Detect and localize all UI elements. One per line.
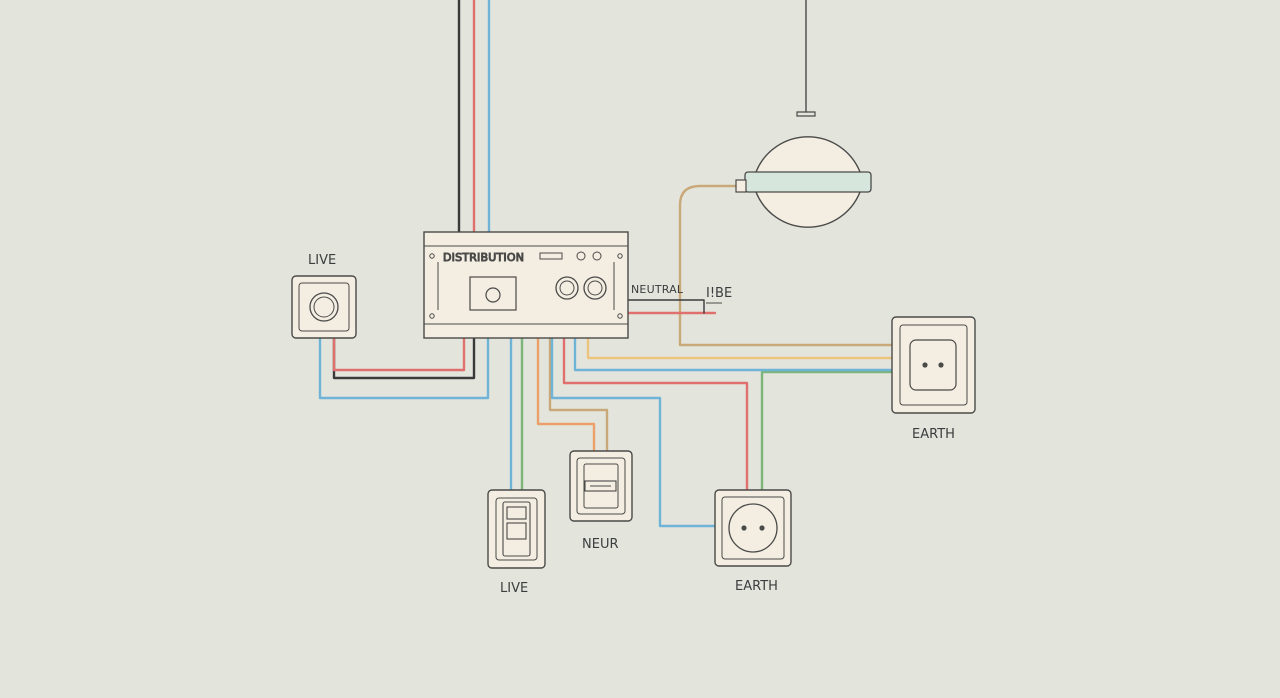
wire-bottom-socket-green	[760, 370, 894, 492]
wire-left-switch-blue	[318, 336, 490, 400]
main-switch-knob	[485, 287, 501, 303]
breaker-toggle	[584, 480, 617, 492]
wires	[318, 0, 894, 528]
socket-pin-left	[741, 525, 747, 531]
wire-lamp-tan	[678, 184, 740, 322]
neur-label: NEUR	[582, 537, 619, 552]
neur-breaker	[569, 450, 633, 522]
wire-bottom-socket-blue	[550, 336, 717, 528]
earth-label-bottom: EARTH	[735, 579, 778, 594]
light-switch-bottom	[487, 489, 546, 569]
socket-face	[728, 503, 778, 553]
wire-left-switch-black	[332, 336, 476, 380]
wire-bottom-socket-red	[562, 336, 749, 492]
socket-pin-right	[759, 525, 765, 531]
wire-neutral-black	[627, 299, 705, 314]
wire-left-switch-red	[332, 336, 466, 372]
lamp-band	[744, 171, 872, 193]
distribution-label: DISTRIBUTION	[443, 251, 524, 264]
socket-right	[891, 316, 976, 414]
live-label-bottom: LIVE	[500, 581, 528, 596]
socket-pin-left	[922, 362, 928, 368]
garbled-label: I!BE	[706, 286, 732, 301]
breaker-dial-1	[555, 276, 579, 300]
breaker-dial-2	[583, 276, 607, 300]
switch-rocker-bottom	[506, 522, 527, 540]
wire-right-socket-yellow	[586, 336, 894, 360]
live-label-left: LIVE	[308, 253, 336, 268]
light-switch-left	[291, 275, 357, 339]
socket-face	[909, 339, 957, 391]
switch-rocker-top	[506, 506, 527, 520]
socket-pin-right	[938, 362, 944, 368]
wire-right-socket-tan	[678, 318, 894, 347]
switch-dial	[309, 292, 339, 322]
earth-label-right: EARTH	[912, 427, 955, 442]
socket-bottom	[714, 489, 792, 567]
neutral-label: NEUTRAL	[631, 283, 684, 296]
distribution-box: DISTRIBUTION	[423, 231, 629, 339]
wire-right-socket-blue	[573, 336, 894, 372]
wire-breaker-orange	[536, 336, 596, 453]
main-switch-panel	[469, 276, 517, 311]
wire-breaker-tan	[548, 336, 609, 453]
ceiling-lamp	[735, 111, 872, 228]
lamp-top-cap	[796, 111, 816, 117]
